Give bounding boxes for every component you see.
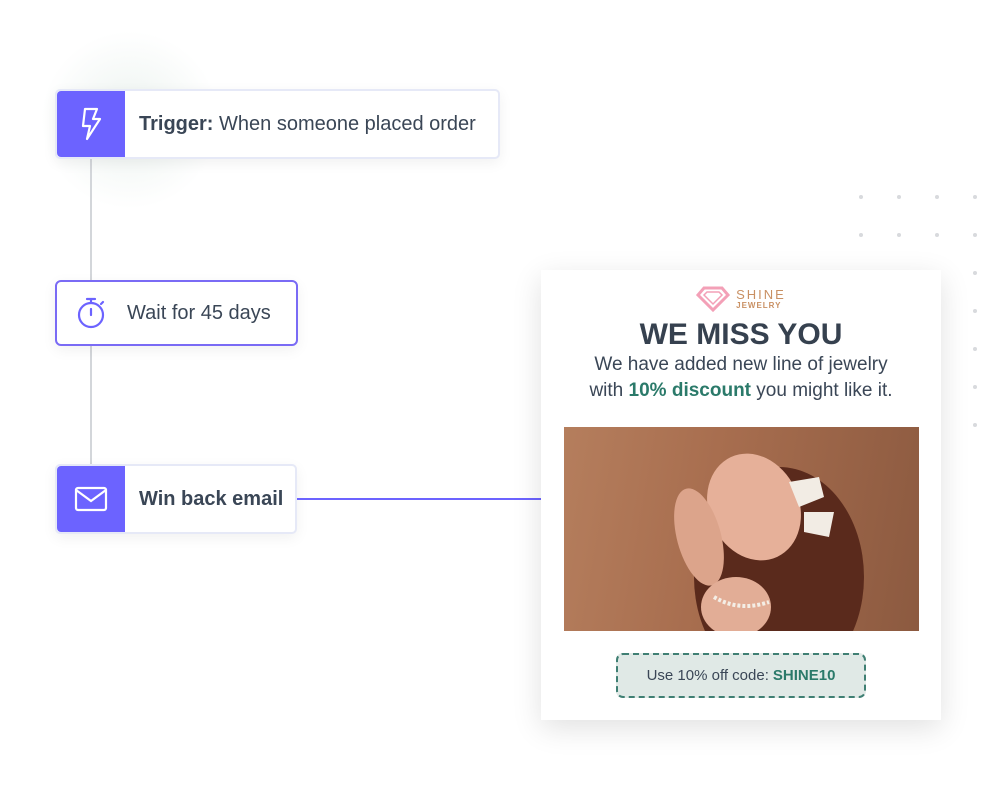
dot [973,233,977,237]
diamond-icon [696,286,731,312]
model-photo [564,427,919,631]
coupon-label: Use 10% off code: [646,667,769,684]
dot [973,385,977,389]
coupon-box: Use 10% off code: SHINE10 [616,653,866,698]
dot [897,195,901,199]
body-line1: We have added new line of jewelry [594,354,888,375]
dot [973,347,977,351]
discount-highlight: 10% discount [628,380,752,401]
dot [973,309,977,313]
dot [859,233,863,237]
preview-connector [297,498,542,500]
dot [973,423,977,427]
lightning-icon [57,91,125,157]
brand-name: SHINE [736,286,786,302]
wait-text: Wait for 45 days [127,301,271,324]
body-text: with [589,380,624,401]
trigger-node[interactable]: Trigger: When someone placed order [55,89,500,159]
dot [859,195,863,199]
email-body: We have added new line of jewelry with 1… [541,352,941,404]
dot [935,233,939,237]
dot [973,195,977,199]
email-headline: WE MISS YOU [639,318,843,351]
trigger-label: Trigger: [139,112,214,135]
dot [897,233,901,237]
connector-line [90,158,92,280]
email-node[interactable]: Win back email [55,464,297,534]
email-text: Win back email [139,487,284,510]
brand-subname: JEWELRY [736,300,782,310]
envelope-icon [57,466,125,532]
dot [973,271,977,275]
coupon-code: SHINE10 [772,667,836,684]
wait-node[interactable]: Wait for 45 days [55,280,298,346]
connector-line [90,346,92,466]
trigger-text: When someone placed order [219,112,476,135]
stopwatch-icon [57,296,127,330]
body-text: you might like it. [756,380,893,401]
dot [935,195,939,199]
